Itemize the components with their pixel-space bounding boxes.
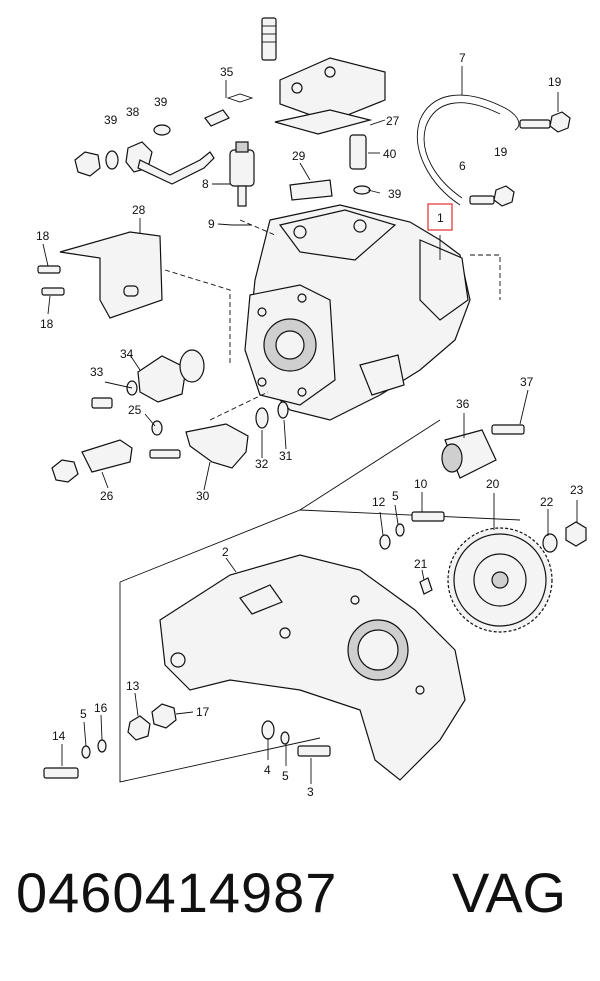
callout-2: 2 bbox=[222, 545, 229, 559]
bushing-36 bbox=[441, 424, 525, 479]
bracket-28 bbox=[37, 231, 163, 319]
callout-1: 1 bbox=[437, 211, 444, 225]
callout-33: 33 bbox=[90, 365, 104, 379]
callout-23: 23 bbox=[570, 483, 584, 497]
exploded-parts-diagram: 35 7 19 38 39 39 27 40 29 6 19 8 39 28 1… bbox=[36, 17, 587, 799]
pipe-7-assembly bbox=[416, 94, 571, 207]
sprocket-20 bbox=[447, 527, 553, 633]
leader-lines bbox=[42, 66, 578, 784]
callout-38: 38 bbox=[126, 105, 140, 119]
callout-6: 6 bbox=[459, 159, 466, 173]
callout-13: 13 bbox=[126, 679, 140, 693]
mounting-bracket-2 bbox=[159, 554, 466, 781]
callout-labels: 35 7 19 38 39 39 27 40 29 6 19 8 39 28 1… bbox=[36, 51, 584, 799]
part-number: 0460414987 bbox=[16, 861, 338, 924]
callout-36: 36 bbox=[456, 397, 470, 411]
callout-22: 22 bbox=[540, 495, 554, 509]
callout-34: 34 bbox=[120, 347, 134, 361]
fitting-40 bbox=[349, 134, 371, 195]
actuator-30-assembly bbox=[149, 401, 289, 469]
callout-18-bottom: 18 bbox=[40, 317, 54, 331]
brand-label: VAG bbox=[452, 861, 567, 924]
callout-40: 40 bbox=[383, 147, 397, 161]
injector-26-assembly bbox=[51, 420, 163, 483]
bracket-29 bbox=[289, 179, 333, 201]
callout-35: 35 bbox=[220, 65, 234, 79]
callout-19-top: 19 bbox=[548, 75, 562, 89]
callout-16: 16 bbox=[94, 701, 108, 715]
sender-34-assembly bbox=[91, 349, 205, 409]
callout-12: 12 bbox=[372, 495, 386, 509]
callout-26: 26 bbox=[100, 489, 114, 503]
callout-28: 28 bbox=[132, 203, 146, 217]
callout-25: 25 bbox=[128, 403, 142, 417]
callout-39-left: 39 bbox=[104, 113, 118, 127]
valve-part-8 bbox=[229, 141, 255, 226]
top-cover-assembly bbox=[226, 17, 386, 135]
callout-10: 10 bbox=[414, 477, 428, 491]
part-1-highlight bbox=[427, 203, 453, 231]
callout-32: 32 bbox=[255, 457, 269, 471]
callout-31: 31 bbox=[279, 449, 293, 463]
callout-8: 8 bbox=[202, 177, 209, 191]
callout-27: 27 bbox=[386, 114, 400, 128]
callout-5-left: 5 bbox=[80, 707, 87, 721]
callout-39-upper: 39 bbox=[154, 95, 168, 109]
callout-17: 17 bbox=[196, 705, 210, 719]
callout-9: 9 bbox=[208, 217, 215, 231]
callout-7: 7 bbox=[459, 51, 466, 65]
callout-37: 37 bbox=[520, 375, 534, 389]
callout-19-mid: 19 bbox=[494, 145, 508, 159]
callout-3: 3 bbox=[307, 785, 314, 799]
callout-39-right: 39 bbox=[388, 187, 402, 201]
callout-29: 29 bbox=[292, 149, 306, 163]
callout-18-top: 18 bbox=[36, 229, 50, 243]
callout-4: 4 bbox=[264, 763, 271, 777]
callout-21: 21 bbox=[414, 557, 428, 571]
callout-20: 20 bbox=[486, 477, 500, 491]
pump-body bbox=[244, 204, 471, 421]
callout-5-bottom: 5 bbox=[282, 769, 289, 783]
callout-30: 30 bbox=[196, 489, 210, 503]
callout-14: 14 bbox=[52, 729, 66, 743]
callout-5-right: 5 bbox=[392, 489, 399, 503]
fitting-left-stack bbox=[74, 109, 230, 185]
